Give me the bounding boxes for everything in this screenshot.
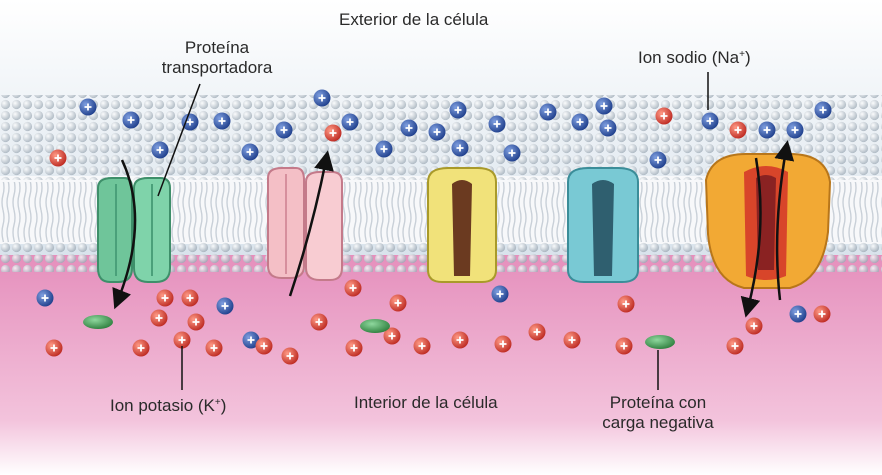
- potassium-ion: [452, 332, 469, 349]
- potassium-ion: [564, 332, 581, 349]
- potassium-ion: [325, 125, 342, 142]
- sodium-ion: [540, 104, 557, 121]
- potassium-ion: [390, 295, 407, 312]
- potassium-ion: [730, 122, 747, 139]
- negative-protein: [645, 335, 675, 349]
- potassium-ion: [727, 338, 744, 355]
- potassium-ion: [414, 338, 431, 355]
- sodium-ion: [342, 114, 359, 131]
- potassium-ion: [133, 340, 150, 357]
- sodium-ion: [815, 102, 832, 119]
- sodium-ion: [401, 120, 418, 137]
- negative-protein: [83, 315, 113, 329]
- sodium-ion: [600, 120, 617, 137]
- potassium-ion: [157, 290, 174, 307]
- sodium-ion: [572, 114, 589, 131]
- potassium-ion: [618, 296, 635, 313]
- label-interior: Interior de la célula: [354, 393, 498, 413]
- ion-channel-yellow: [428, 168, 496, 282]
- sodium-ion: [489, 116, 506, 133]
- sodium-ion: [650, 152, 667, 169]
- sodium-ion: [214, 113, 231, 130]
- label-sodium-text: Ion sodio (Na: [638, 48, 739, 67]
- potassium-ion: [746, 318, 763, 335]
- sodium-ion: [702, 113, 719, 130]
- potassium-ion: [174, 332, 191, 349]
- potassium-ion: [206, 340, 223, 357]
- sodium-ion: [37, 290, 54, 307]
- sodium-ion: [123, 112, 140, 129]
- potassium-ion: [616, 338, 633, 355]
- potassium-ion: [656, 108, 673, 125]
- potassium-ion: [188, 314, 205, 331]
- sodium-ion: [790, 306, 807, 323]
- label-negative-protein-line1: Proteína con: [588, 393, 728, 413]
- label-sodium-ion: Ion sodio (Na+): [638, 45, 751, 68]
- label-potassium-ion: Ion potasio (K+): [110, 393, 226, 416]
- potassium-ion: [495, 336, 512, 353]
- carrier-protein-pink: [268, 168, 342, 280]
- potassium-ion: [256, 338, 273, 355]
- sodium-ion: [276, 122, 293, 139]
- sodium-ion: [450, 102, 467, 119]
- label-negative-protein-line2: carga negativa: [588, 413, 728, 433]
- label-exterior: Exterior de la célula: [339, 10, 488, 30]
- sodium-ion: [242, 144, 259, 161]
- sodium-ion: [80, 99, 97, 116]
- potassium-ion: [151, 310, 168, 327]
- negative-protein: [360, 319, 390, 333]
- label-carrier-protein: Proteína transportadora: [142, 38, 292, 78]
- potassium-ion: [814, 306, 831, 323]
- sodium-potassium-pump: [706, 154, 830, 288]
- sodium-ion: [492, 286, 509, 303]
- label-potassium-close: ): [221, 396, 227, 415]
- potassium-ion: [282, 348, 299, 365]
- sodium-ion: [152, 142, 169, 159]
- sodium-ion: [504, 145, 521, 162]
- sodium-ion: [596, 98, 613, 115]
- sodium-ion: [429, 124, 446, 141]
- sodium-ion: [217, 298, 234, 315]
- potassium-ion: [346, 340, 363, 357]
- label-potassium-text: Ion potasio (K: [110, 396, 215, 415]
- potassium-ion: [50, 150, 67, 167]
- potassium-ion: [345, 280, 362, 297]
- sodium-ion: [452, 140, 469, 157]
- ion-channel-cyan: [568, 168, 638, 282]
- sodium-ion: [314, 90, 331, 107]
- potassium-ion: [46, 340, 63, 357]
- potassium-ion: [182, 290, 199, 307]
- potassium-ion: [311, 314, 328, 331]
- label-sodium-close: ): [745, 48, 751, 67]
- sodium-ion: [787, 122, 804, 139]
- sodium-ion: [376, 141, 393, 158]
- label-carrier-protein-line1: Proteína: [142, 38, 292, 58]
- label-negative-protein: Proteína con carga negativa: [588, 393, 728, 433]
- label-carrier-protein-line2: transportadora: [142, 58, 292, 78]
- sodium-ion: [759, 122, 776, 139]
- potassium-ion: [529, 324, 546, 341]
